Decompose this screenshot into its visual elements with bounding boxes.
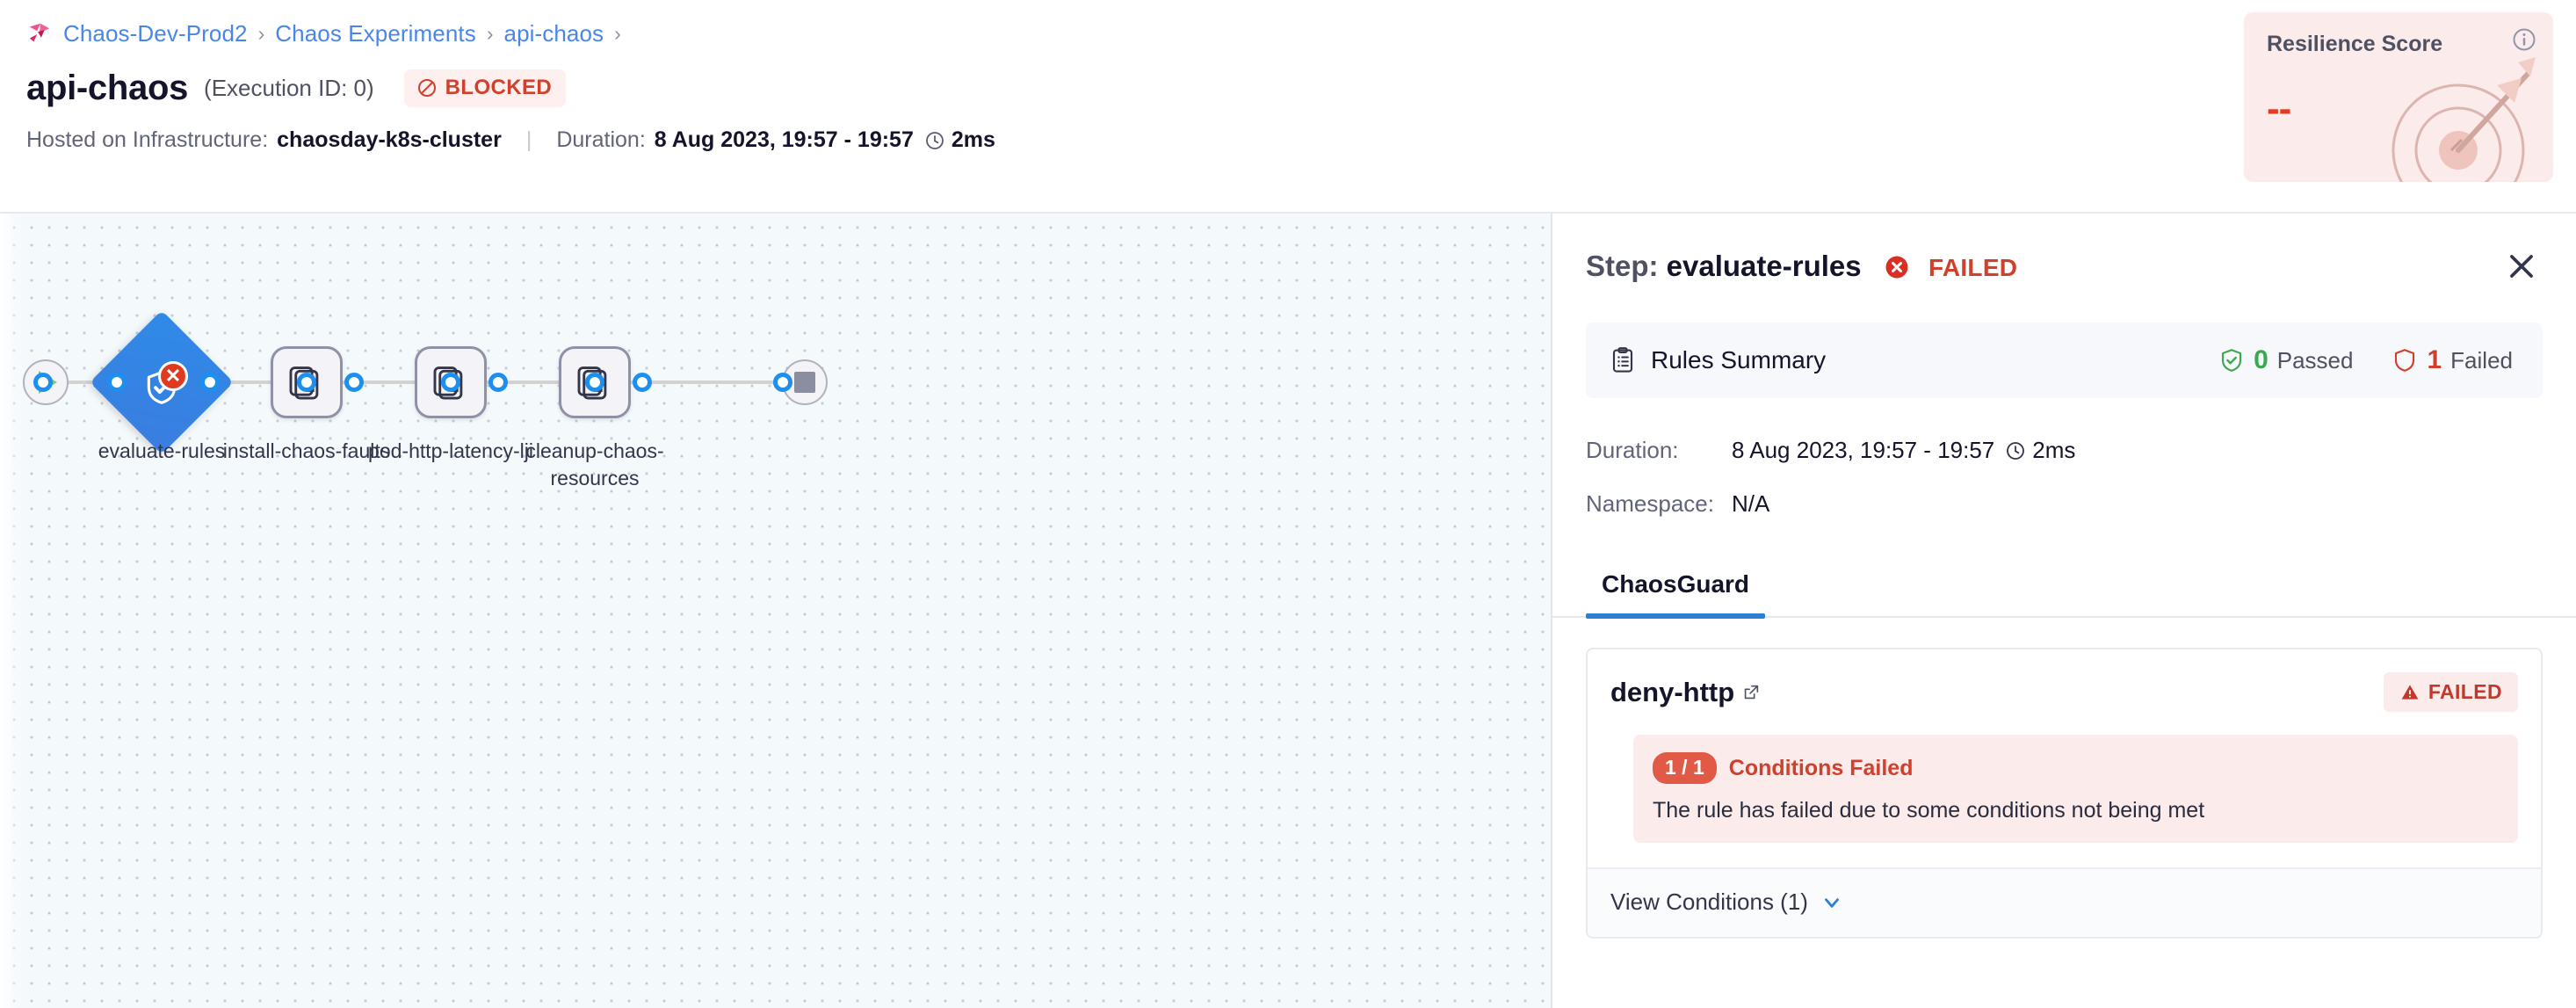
conditions-count-pill: 1 / 1 [1653, 752, 1717, 784]
shield-outline-icon [2395, 349, 2415, 372]
resilience-score-title: Resilience Score [2267, 32, 2443, 56]
pipeline-canvas[interactable]: ✕ evaluate-rules [0, 214, 1551, 1008]
page-title: api-chaos [26, 69, 189, 107]
detail-value: N/A [1732, 490, 1770, 517]
step-label: Step: [1586, 250, 1659, 282]
panel-title: Step: evaluate-rules FAILED [1586, 250, 2017, 283]
clock-icon [925, 131, 944, 149]
view-conditions-label: View Conditions (1) [1610, 888, 1808, 915]
pipeline-graph: ✕ evaluate-rules [0, 214, 1551, 1008]
meta-row: Hosted on Infrastructure: chaosday-k8s-c… [26, 127, 2576, 153]
rules-failed-label: Failed [2450, 346, 2513, 373]
breadcrumb: Chaos-Dev-Prod2 › Chaos Experiments › ap… [26, 0, 2576, 51]
port-cleanup-in[interactable] [585, 373, 604, 392]
node-label: cleanup-chaos-resources [525, 439, 664, 490]
rules-summary-left: Rules Summary [1609, 346, 1826, 374]
rules-summary: Rules Summary 0 Passed 1 Failed [1586, 323, 2543, 398]
rules-passed-label: Passed [2276, 346, 2354, 373]
stop-square-icon [794, 372, 815, 393]
rules-failed-stat: 1 Failed [2391, 345, 2513, 375]
clock-icon [2007, 441, 2025, 460]
conditions-failed-label: Conditions Failed [1728, 755, 1914, 780]
step-details-panel: Step: evaluate-rules FAILED [1551, 214, 2576, 1008]
detail-key: Duration: [1586, 437, 1679, 463]
duration-label: Duration: [556, 127, 646, 152]
breadcrumb-item-1[interactable]: Chaos Experiments [275, 19, 476, 47]
node-label: pod-http-latency-lji [368, 439, 533, 462]
view-conditions-toggle[interactable]: View Conditions (1) [1588, 867, 2541, 937]
port-install-out[interactable] [344, 373, 364, 392]
chevron-down-icon[interactable] [1820, 891, 1843, 914]
status-badge: BLOCKED [403, 69, 567, 107]
conditions-failed-header: 1 / 1 Conditions Failed [1653, 752, 2495, 784]
infra-value: chaosday-k8s-cluster [277, 127, 502, 152]
breadcrumb-separator: › [486, 21, 494, 45]
detail-elapsed: 2ms [2032, 437, 2076, 463]
infra-label: Hosted on Infrastructure: [26, 127, 269, 152]
resilience-score-card: Resilience Score -- [2244, 12, 2553, 182]
port-start-out[interactable] [33, 373, 53, 392]
error-x-icon: ✕ [158, 361, 188, 391]
duration-elapsed: 2ms [951, 127, 995, 152]
port-cleanup-out[interactable] [633, 373, 652, 392]
breadcrumb-separator: › [257, 21, 265, 45]
rule-name: deny-http [1610, 676, 1735, 707]
duration-value: 8 Aug 2023, 19:57 - 19:57 [654, 127, 914, 152]
port-evaluate-in[interactable] [107, 373, 127, 392]
breadcrumb-item-2[interactable]: api-chaos [503, 19, 604, 47]
tab-chaosguard[interactable]: ChaosGuard [1586, 558, 1766, 619]
harness-logo-icon [29, 23, 50, 42]
blocked-circle-slash-icon [417, 79, 436, 97]
warning-triangle-icon [2401, 684, 2419, 700]
detail-row-duration: Duration: 8 Aug 2023, 19:57 - 19:57 2ms [1586, 437, 2543, 464]
step-name: evaluate-rules [1666, 250, 1862, 282]
node-label: install-chaos-faults [222, 439, 391, 462]
conditions-failed-description: The rule has failed due to some conditio… [1653, 798, 2205, 823]
node-label: evaluate-rules [98, 439, 226, 462]
detail-row-namespace: Namespace: N/A [1586, 490, 2543, 518]
node-shape-box[interactable] [415, 346, 487, 418]
rule-card-header: deny-http FAILED [1588, 649, 2541, 712]
execution-id: (Execution ID: 0) [204, 75, 374, 101]
step-status: FAILED [1928, 254, 2018, 281]
breadcrumb-item-0[interactable]: Chaos-Dev-Prod2 [63, 19, 248, 47]
info-circle-icon[interactable] [2511, 26, 2537, 53]
conditions-failed-alert: 1 / 1 Conditions Failed The rule has fai… [1633, 735, 2518, 843]
meta-divider: | [525, 127, 532, 152]
rule-status-badge: FAILED [2383, 672, 2518, 712]
shield-check-icon [2222, 349, 2242, 372]
target-arrow-icon [2391, 57, 2536, 182]
rules-summary-title: Rules Summary [1651, 346, 1827, 373]
rule-card-deny-http: deny-http FAILED 1 / 1 Cond [1586, 648, 2543, 939]
rule-status-label: FAILED [2428, 680, 2502, 703]
panel-header: Step: evaluate-rules FAILED [1552, 214, 2576, 286]
detail-value: 8 Aug 2023, 19:57 - 19:57 [1732, 437, 1995, 463]
status-badge-label: BLOCKED [445, 76, 553, 99]
edge-cleanup-to-end [640, 381, 780, 384]
external-link-icon[interactable] [1741, 683, 1761, 702]
close-icon[interactable] [2502, 247, 2541, 286]
rules-passed-stat: 0 Passed [2218, 345, 2353, 375]
port-latency-in[interactable] [441, 373, 460, 392]
rules-passed-count: 0 [2254, 345, 2268, 374]
resilience-score-value: -- [2267, 87, 2291, 130]
panel-tabs: ChaosGuard [1552, 558, 2576, 619]
breadcrumb-separator-trailing: › [614, 21, 621, 45]
rules-summary-stats: 0 Passed 1 Failed [2218, 345, 2513, 375]
port-evaluate-out[interactable] [200, 373, 220, 392]
title-row: api-chaos (Execution ID: 0) BLOCKED [26, 69, 2576, 108]
error-x-icon [1885, 256, 1908, 279]
rules-failed-count: 1 [2427, 345, 2442, 374]
port-end-in[interactable] [773, 373, 792, 392]
port-install-in[interactable] [297, 373, 316, 392]
page-header: Chaos-Dev-Prod2 › Chaos Experiments › ap… [0, 0, 2576, 214]
port-latency-out[interactable] [488, 373, 508, 392]
clipboard-icon [1612, 347, 1633, 373]
detail-key: Namespace: [1586, 490, 1714, 517]
